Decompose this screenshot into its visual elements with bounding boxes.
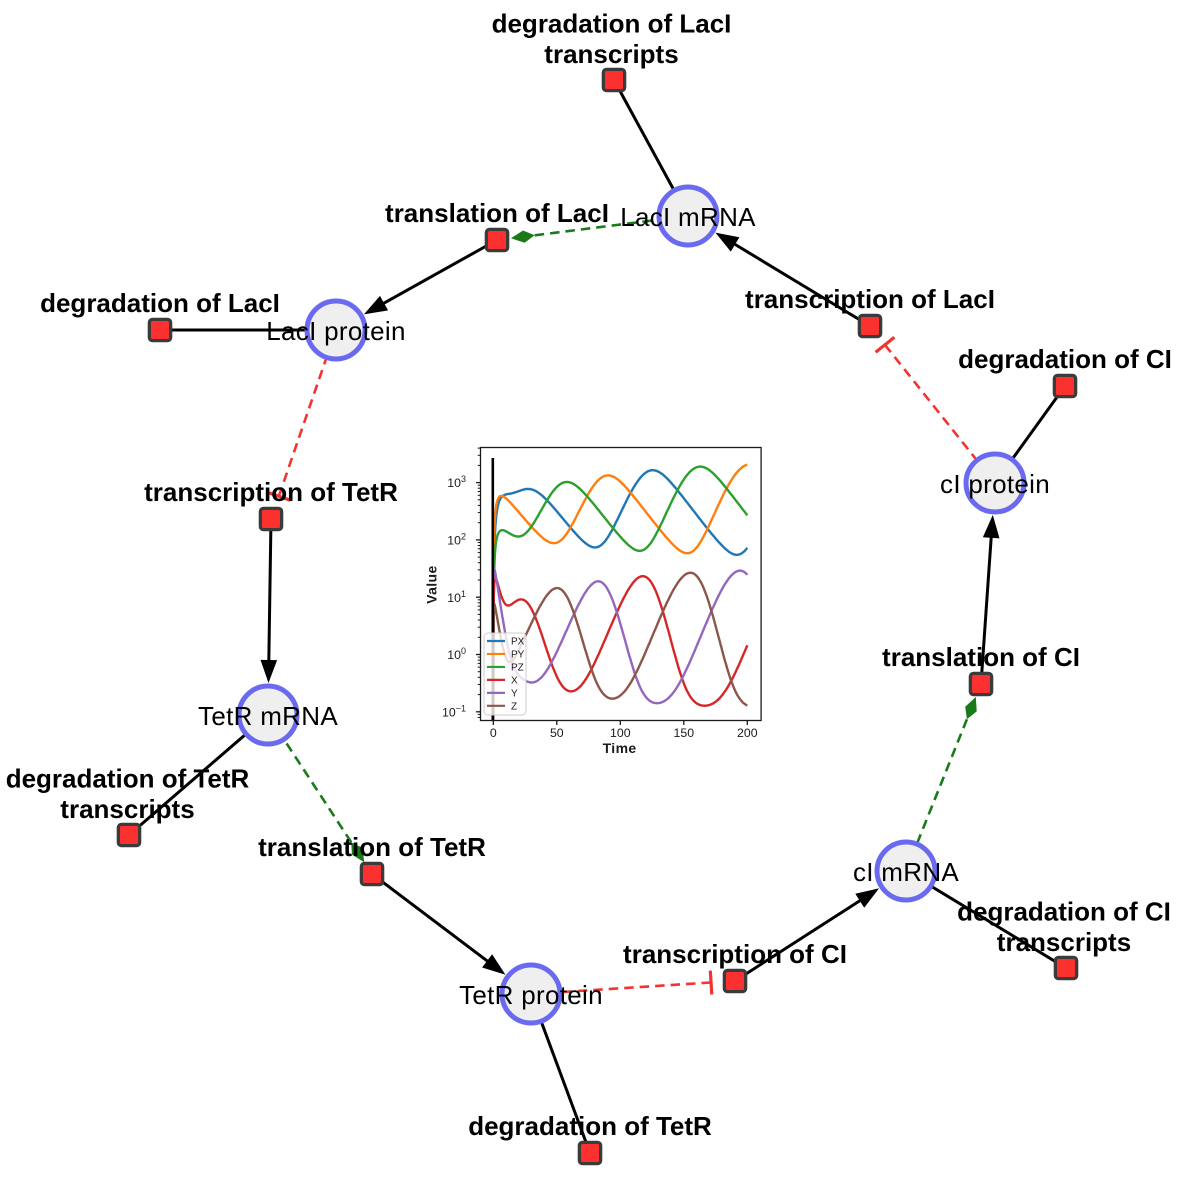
- svg-text:degradation of CI: degradation of CI: [958, 344, 1172, 374]
- svg-text:150: 150: [674, 726, 695, 740]
- svg-text:transcription of TetR: transcription of TetR: [144, 477, 398, 507]
- svg-text:transcription of CI: transcription of CI: [623, 939, 847, 969]
- svg-text:degradation of LacI: degradation of LacI: [492, 9, 732, 39]
- svg-text:LacI protein: LacI protein: [266, 316, 405, 346]
- svg-text:X: X: [511, 675, 518, 686]
- svg-text:Time: Time: [603, 740, 637, 756]
- svg-text:degradation of CI: degradation of CI: [957, 897, 1171, 927]
- svg-text:PZ: PZ: [511, 662, 524, 673]
- svg-text:Z: Z: [511, 701, 517, 712]
- svg-text:transcripts: transcripts: [997, 927, 1131, 957]
- svg-text:translation of LacI: translation of LacI: [385, 198, 609, 228]
- svg-text:TetR protein: TetR protein: [459, 980, 603, 1010]
- svg-text:degradation of TetR: degradation of TetR: [6, 764, 250, 794]
- svg-text:50: 50: [550, 726, 564, 740]
- svg-text:translation of CI: translation of CI: [882, 642, 1080, 672]
- svg-text:LacI mRNA: LacI mRNA: [620, 202, 756, 232]
- svg-text:transcripts: transcripts: [60, 794, 194, 824]
- svg-text:Value: Value: [423, 565, 439, 604]
- svg-text:cI protein: cI protein: [940, 469, 1050, 499]
- svg-text:PY: PY: [511, 649, 525, 660]
- svg-text:TetR mRNA: TetR mRNA: [198, 701, 338, 731]
- svg-text:degradation of LacI: degradation of LacI: [40, 288, 280, 318]
- svg-text:transcription of LacI: transcription of LacI: [745, 284, 995, 314]
- svg-text:cI mRNA: cI mRNA: [853, 857, 959, 887]
- svg-text:Y: Y: [511, 688, 518, 699]
- svg-text:200: 200: [737, 726, 758, 740]
- svg-text:transcripts: transcripts: [544, 39, 678, 69]
- svg-text:PX: PX: [511, 637, 525, 648]
- svg-text:translation of TetR: translation of TetR: [258, 832, 486, 862]
- svg-text:100: 100: [610, 726, 631, 740]
- svg-text:0: 0: [490, 726, 497, 740]
- svg-text:degradation of TetR: degradation of TetR: [468, 1111, 712, 1141]
